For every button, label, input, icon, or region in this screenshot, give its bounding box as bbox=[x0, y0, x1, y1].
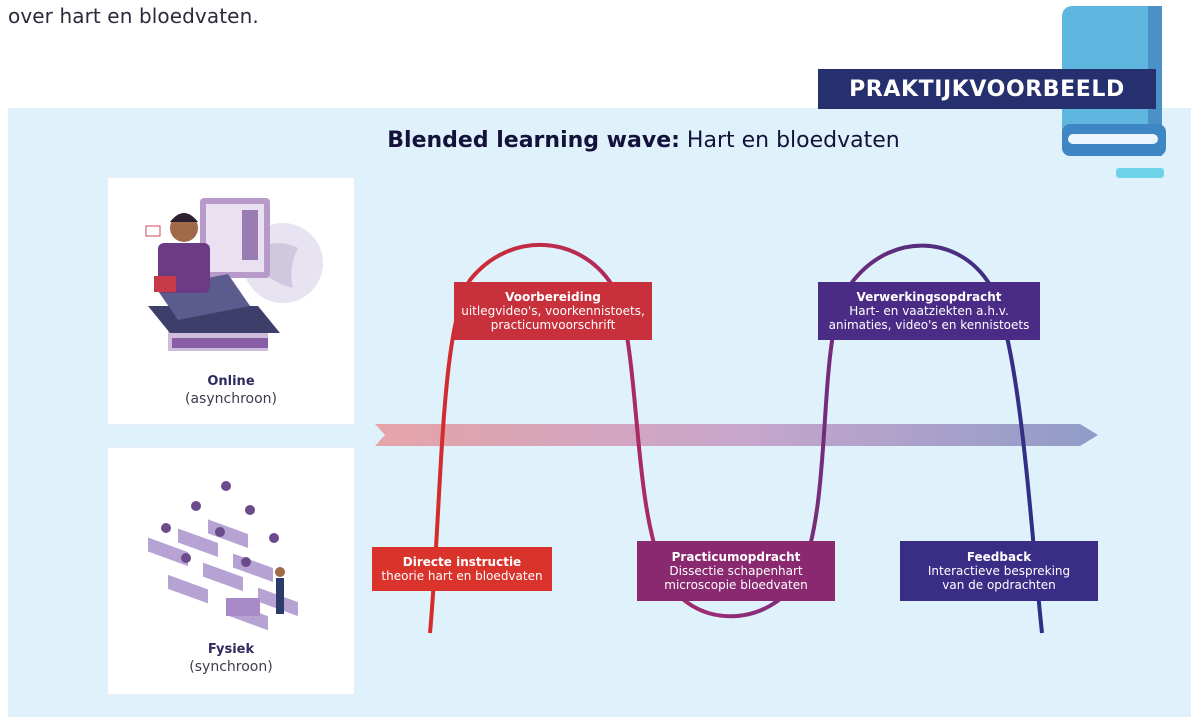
title-rest: Hart en bloedvaten bbox=[679, 128, 900, 153]
teacher-laptop-illustration bbox=[145, 198, 323, 351]
classroom-illustration bbox=[148, 481, 298, 631]
step-line: Hart- en vaatziekten a.h.v. bbox=[849, 304, 1009, 318]
fysiek-card: Fysiek (synchroon) bbox=[108, 448, 354, 694]
step-practicumopdracht: Practicumopdracht Dissectie schapenhart … bbox=[637, 541, 835, 601]
diagram-title: Blended learning wave: Hart en bloedvate… bbox=[0, 128, 1195, 153]
step-line: microscopie bloedvaten bbox=[664, 578, 808, 592]
fysiek-label: Fysiek bbox=[207, 642, 255, 657]
step-line: uitlegvideo's, voorkennistoets, bbox=[461, 304, 645, 318]
step-title: Feedback bbox=[966, 550, 1032, 564]
step-title: Directe instructie bbox=[402, 555, 522, 569]
timeline-arrow bbox=[375, 424, 1098, 446]
online-sublabel: (asynchroon) bbox=[185, 391, 277, 407]
step-line: van de opdrachten bbox=[942, 578, 1056, 592]
step-line: theorie hart en bloedvaten bbox=[381, 569, 543, 583]
fysiek-sublabel: (synchroon) bbox=[189, 659, 273, 675]
step-title: Practicumopdracht bbox=[671, 550, 801, 564]
online-label: Online bbox=[207, 374, 255, 389]
step-directe-instructie: Directe instructie theorie hart en bloed… bbox=[372, 547, 552, 591]
online-card: Online (asynchroon) bbox=[108, 178, 354, 424]
step-line: Dissectie schapenhart bbox=[669, 564, 803, 578]
step-feedback: Feedback Interactieve bespreking van de … bbox=[900, 541, 1098, 601]
praktijkvoorbeeld-badge: PRAKTIJKVOORBEELD bbox=[818, 69, 1156, 109]
intro-text: over hart en bloedvaten. bbox=[8, 4, 259, 28]
step-line: practicumvoorschrift bbox=[490, 318, 616, 332]
step-title: Verwerkingsopdracht bbox=[856, 290, 1002, 304]
step-title: Voorbereiding bbox=[505, 290, 601, 304]
step-verwerkingsopdracht: Verwerkingsopdracht Hart- en vaatziekten… bbox=[818, 282, 1040, 340]
step-line: animaties, video's en kennistoets bbox=[828, 318, 1030, 332]
title-bold: Blended learning wave: bbox=[387, 128, 680, 153]
step-line: Interactieve bespreking bbox=[927, 564, 1071, 578]
step-voorbereiding: Voorbereiding uitlegvideo's, voorkennist… bbox=[454, 282, 652, 340]
